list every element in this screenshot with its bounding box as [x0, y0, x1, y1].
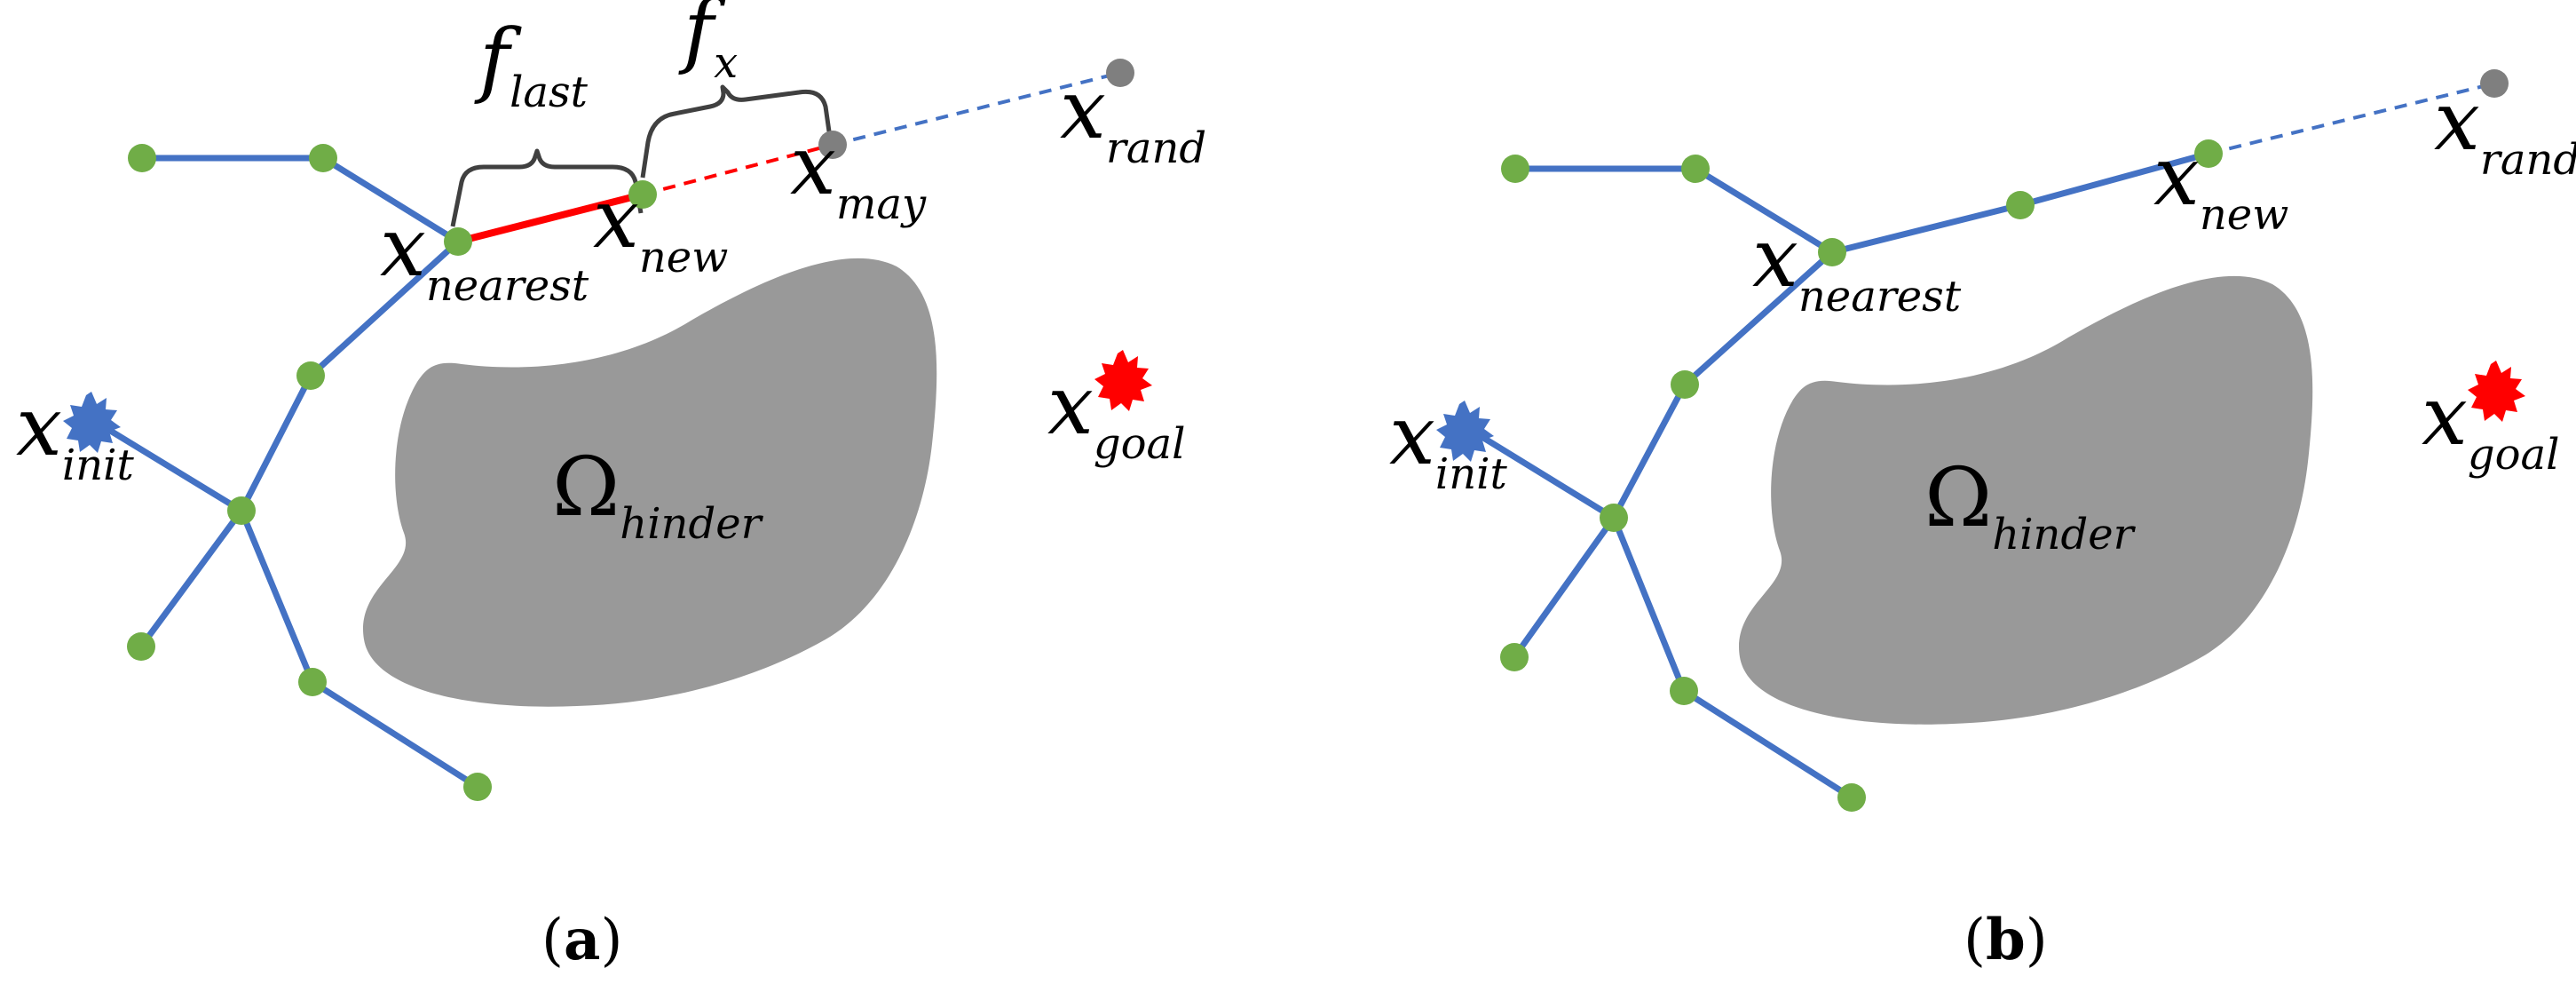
tree-nodes — [127, 144, 657, 801]
svg-text:xnearest: xnearest — [380, 200, 589, 311]
x-rand-node — [1106, 59, 1134, 87]
obstacle-region — [363, 258, 937, 707]
tree-node — [1600, 504, 1628, 532]
label-x-new: x — [593, 171, 639, 266]
tree-node — [2194, 139, 2223, 168]
svg-text:xnearest: xnearest — [1752, 210, 1962, 321]
dashed-new-to-may — [642, 143, 834, 196]
svg-text:Ωhinder: Ωhinder — [1924, 450, 2137, 559]
svg-text:xgoal: xgoal — [2422, 369, 2559, 480]
label-x-goal: x — [1047, 358, 1094, 453]
label-x-new: x — [2153, 129, 2200, 224]
new-segment — [457, 191, 644, 245]
tree-node — [1837, 783, 1866, 812]
label-omega-hinder: Ω — [1924, 450, 1992, 545]
tree-node — [1818, 238, 1846, 266]
brace-f-last — [450, 148, 644, 227]
tree-node — [298, 668, 327, 696]
x-goal-node — [2468, 361, 2525, 422]
svg-text:xnew: xnew — [2153, 129, 2288, 240]
obstacle-region — [1739, 275, 2313, 725]
tree-node — [127, 632, 155, 661]
svg-text:xinit: xinit — [16, 379, 135, 490]
svg-text:Ωhinder: Ωhinder — [552, 440, 764, 549]
svg-text:xgoal: xgoal — [1047, 358, 1185, 469]
caption-b: (b) — [1964, 907, 2048, 973]
label-x-rand: x — [2434, 74, 2480, 169]
caption-a: (a) — [541, 907, 622, 973]
x-init-node — [1436, 401, 1494, 462]
x-rand-node — [2480, 69, 2509, 98]
tree-node — [296, 361, 325, 390]
dashed-new-to-rand — [2208, 82, 2495, 155]
tree-edges — [88, 155, 481, 790]
label-x-goal: x — [2422, 369, 2468, 464]
tree-node — [1501, 155, 1529, 183]
svg-text:flast: flast — [474, 12, 589, 117]
tree-node — [1681, 155, 1710, 183]
label-x-rand: x — [1060, 62, 1106, 157]
svg-text:xrand: xrand — [1060, 62, 1206, 173]
panel-a: flast fx xnearest xnew xmay xrand xinit … — [16, 0, 1206, 973]
svg-text:xinit: xinit — [1389, 388, 1508, 499]
label-x-nearest: x — [1752, 210, 1798, 306]
tree-node — [1500, 643, 1529, 671]
tree-node — [227, 496, 256, 525]
svg-text:xrand: xrand — [2434, 74, 2576, 185]
label-x-init: x — [16, 379, 62, 474]
tree-node — [2006, 191, 2035, 219]
tree-node — [1670, 677, 1698, 705]
x-may-node — [818, 131, 847, 159]
tree-node — [444, 227, 472, 256]
tree-node — [628, 180, 657, 209]
label-omega-hinder: Ω — [552, 440, 620, 535]
label-x-init: x — [1389, 388, 1435, 483]
tree-node — [1671, 370, 1699, 399]
label-x-may: x — [790, 118, 836, 213]
tree-node — [309, 144, 337, 172]
tree-nodes — [1500, 139, 2223, 812]
dashed-may-to-rand — [832, 71, 1121, 147]
panel-b: xnearest xnew xrand xinit xgoal Ωhinder … — [1389, 69, 2576, 973]
label-x-nearest: x — [380, 200, 426, 295]
svg-text:xnew: xnew — [593, 171, 728, 282]
svg-text:xmay: xmay — [790, 118, 927, 229]
tree-edges — [1461, 150, 2212, 801]
x-goal-node — [1094, 350, 1152, 411]
tree-node — [463, 773, 492, 801]
brace-f-x — [640, 84, 832, 179]
x-init-node — [63, 392, 121, 453]
tree-node — [128, 144, 156, 172]
svg-text:fx: fx — [678, 0, 738, 88]
